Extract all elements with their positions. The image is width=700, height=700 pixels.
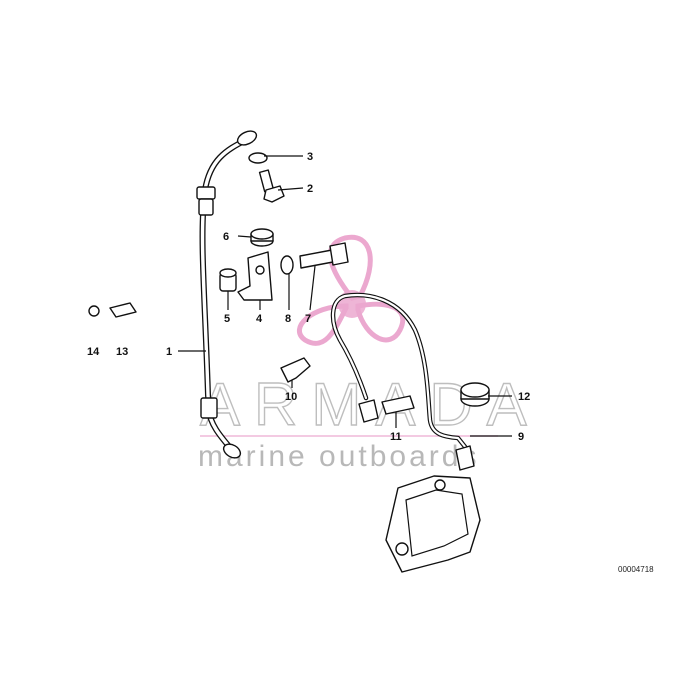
part-6-grommet — [250, 228, 274, 247]
part-5-bushing — [219, 268, 237, 292]
callout-5: 5 — [224, 313, 230, 325]
part-14-nut — [88, 305, 100, 317]
callout-6: 6 — [223, 231, 229, 243]
part-1-brake-hose — [196, 130, 258, 459]
part-10-clip — [280, 357, 311, 383]
callout-9: 9 — [518, 431, 524, 443]
callout-7: 7 — [305, 313, 311, 325]
part-13-clip — [109, 302, 137, 318]
part-4-bracket-hole — [255, 265, 265, 275]
callout-2: 2 — [307, 183, 313, 195]
part-7-bolt — [299, 242, 349, 269]
diagram-ref-number: 00004718 — [618, 565, 654, 574]
part-8-washer — [280, 255, 294, 275]
brake-caliper-housing — [385, 475, 481, 573]
part-4-bracket — [237, 251, 273, 301]
part-12-grommet — [460, 382, 490, 407]
callout-12: 12 — [518, 391, 530, 403]
leader-lines — [178, 155, 512, 437]
callout-13: 13 — [116, 346, 128, 358]
callout-11: 11 — [390, 431, 402, 443]
part-11-clip — [381, 395, 415, 415]
callout-14: 14 — [87, 346, 100, 358]
callout-8: 8 — [285, 313, 291, 325]
callout-4: 4 — [256, 313, 263, 325]
part-3-washer — [248, 152, 268, 164]
callout-3: 3 — [307, 151, 313, 163]
part-2-banjo-bolt — [258, 169, 285, 203]
callout-10: 10 — [285, 391, 297, 403]
callout-1: 1 — [166, 346, 172, 358]
part-9-brake-pipe — [330, 292, 475, 471]
watermark-tagline: marine outboards — [198, 440, 479, 473]
